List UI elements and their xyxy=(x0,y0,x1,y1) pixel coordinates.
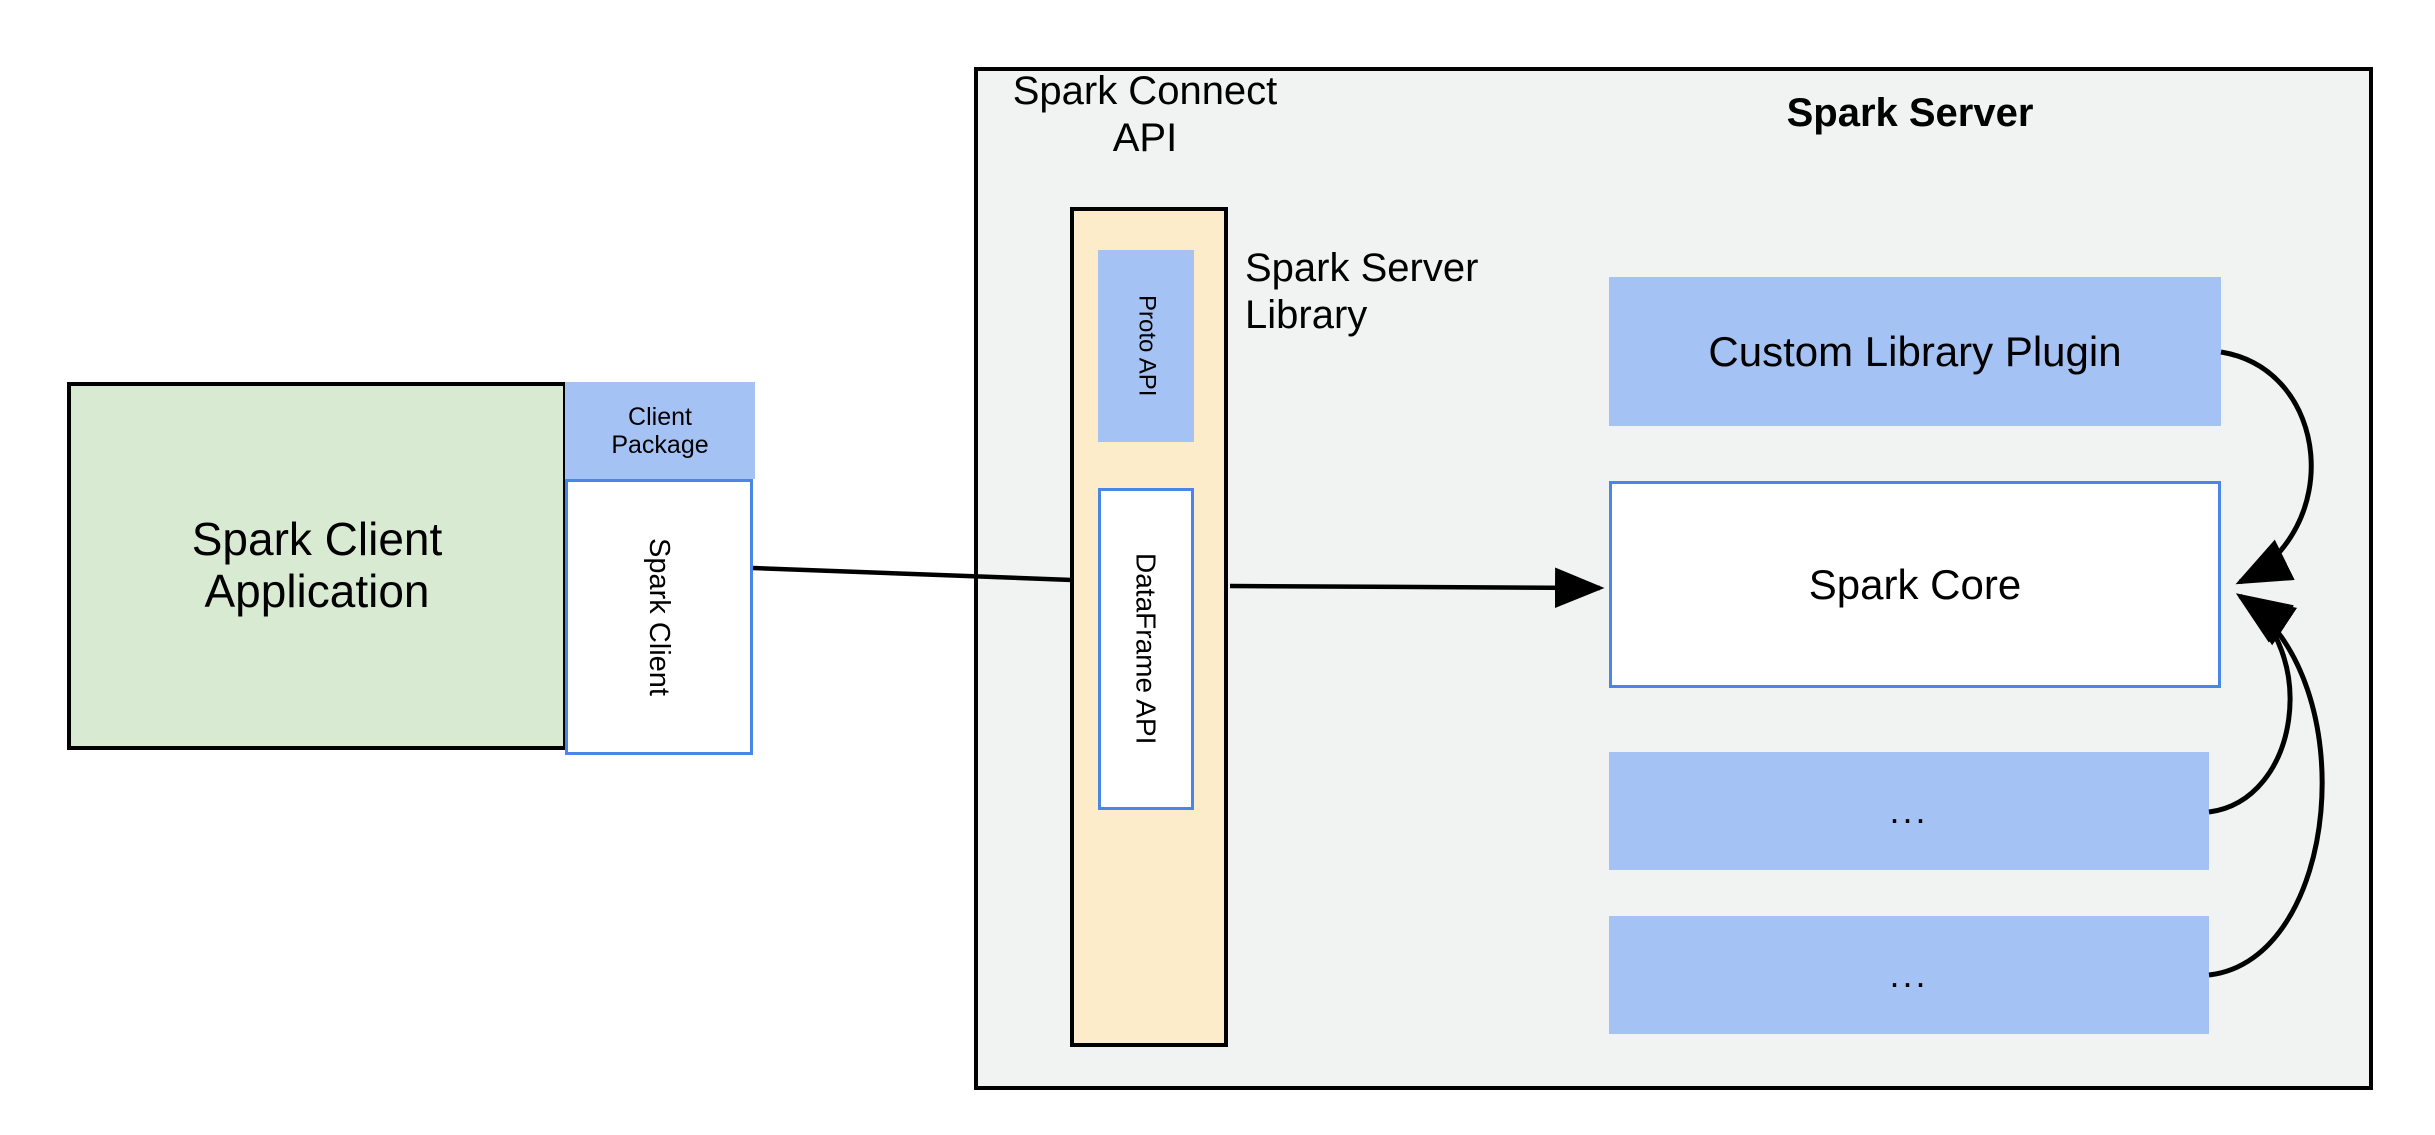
spark-client-box[interactable]: Spark Client xyxy=(565,479,753,755)
placeholder-component-two[interactable]: ... xyxy=(1609,916,2209,1034)
proto-api-label: Proto API xyxy=(1133,295,1161,397)
client-package-label: Client Package xyxy=(611,402,709,459)
custom-library-plugin-box[interactable]: Custom Library Plugin xyxy=(1609,277,2221,426)
placeholder-component-one-label: ... xyxy=(1889,789,1929,831)
spark-client-application-label: Spark Client Application xyxy=(191,513,443,617)
spark-core-box[interactable]: Spark Core xyxy=(1609,481,2221,688)
spark-client-application-box[interactable]: Spark Client Application xyxy=(67,382,567,750)
spark-client-label: Spark Client xyxy=(643,538,676,696)
spark-core-label: Spark Core xyxy=(1808,560,2022,608)
spark-server-library-label: Spark Server Library xyxy=(1245,246,1479,338)
spark-server-title: Spark Server xyxy=(1786,91,2034,135)
proto-api-box[interactable]: Proto API xyxy=(1098,250,1194,442)
placeholder-component-two-label: ... xyxy=(1889,953,1929,995)
spark-connect-api-label: Spark Connect API xyxy=(1012,69,1278,161)
placeholder-component-one[interactable]: ... xyxy=(1609,752,2209,870)
custom-library-plugin-label: Custom Library Plugin xyxy=(1708,327,2122,375)
dataframe-api-label: DataFrame API xyxy=(1130,553,1162,745)
client-package-box[interactable]: Client Package xyxy=(565,382,755,479)
dataframe-api-box[interactable]: DataFrame API xyxy=(1098,488,1194,810)
